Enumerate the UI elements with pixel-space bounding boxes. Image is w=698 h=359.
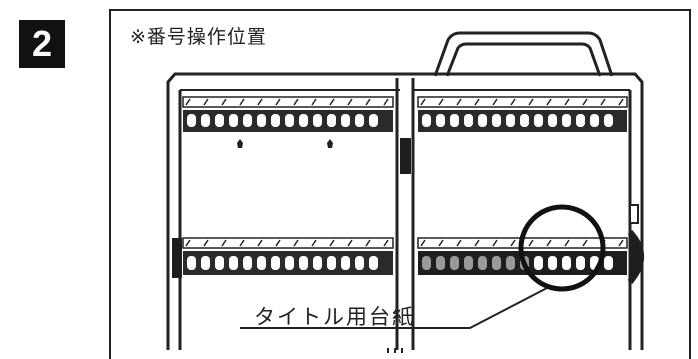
top-rail-right [417,96,628,132]
key-hook-icon [237,139,333,148]
caption-text: ※番号操作位置 [130,26,267,48]
top-rail-left [182,96,394,132]
bottom-edge-marks [387,348,403,353]
callout-label: タイトル用台紙 [254,305,415,329]
center-divider [395,78,415,350]
bottom-rail-left [172,237,394,278]
callout-leader-line [240,287,548,329]
magnifier-circle-icon [518,204,606,292]
step-number-badge: 2 [19,20,65,68]
illustration-frame [109,9,691,359]
handle-icon [433,31,614,77]
